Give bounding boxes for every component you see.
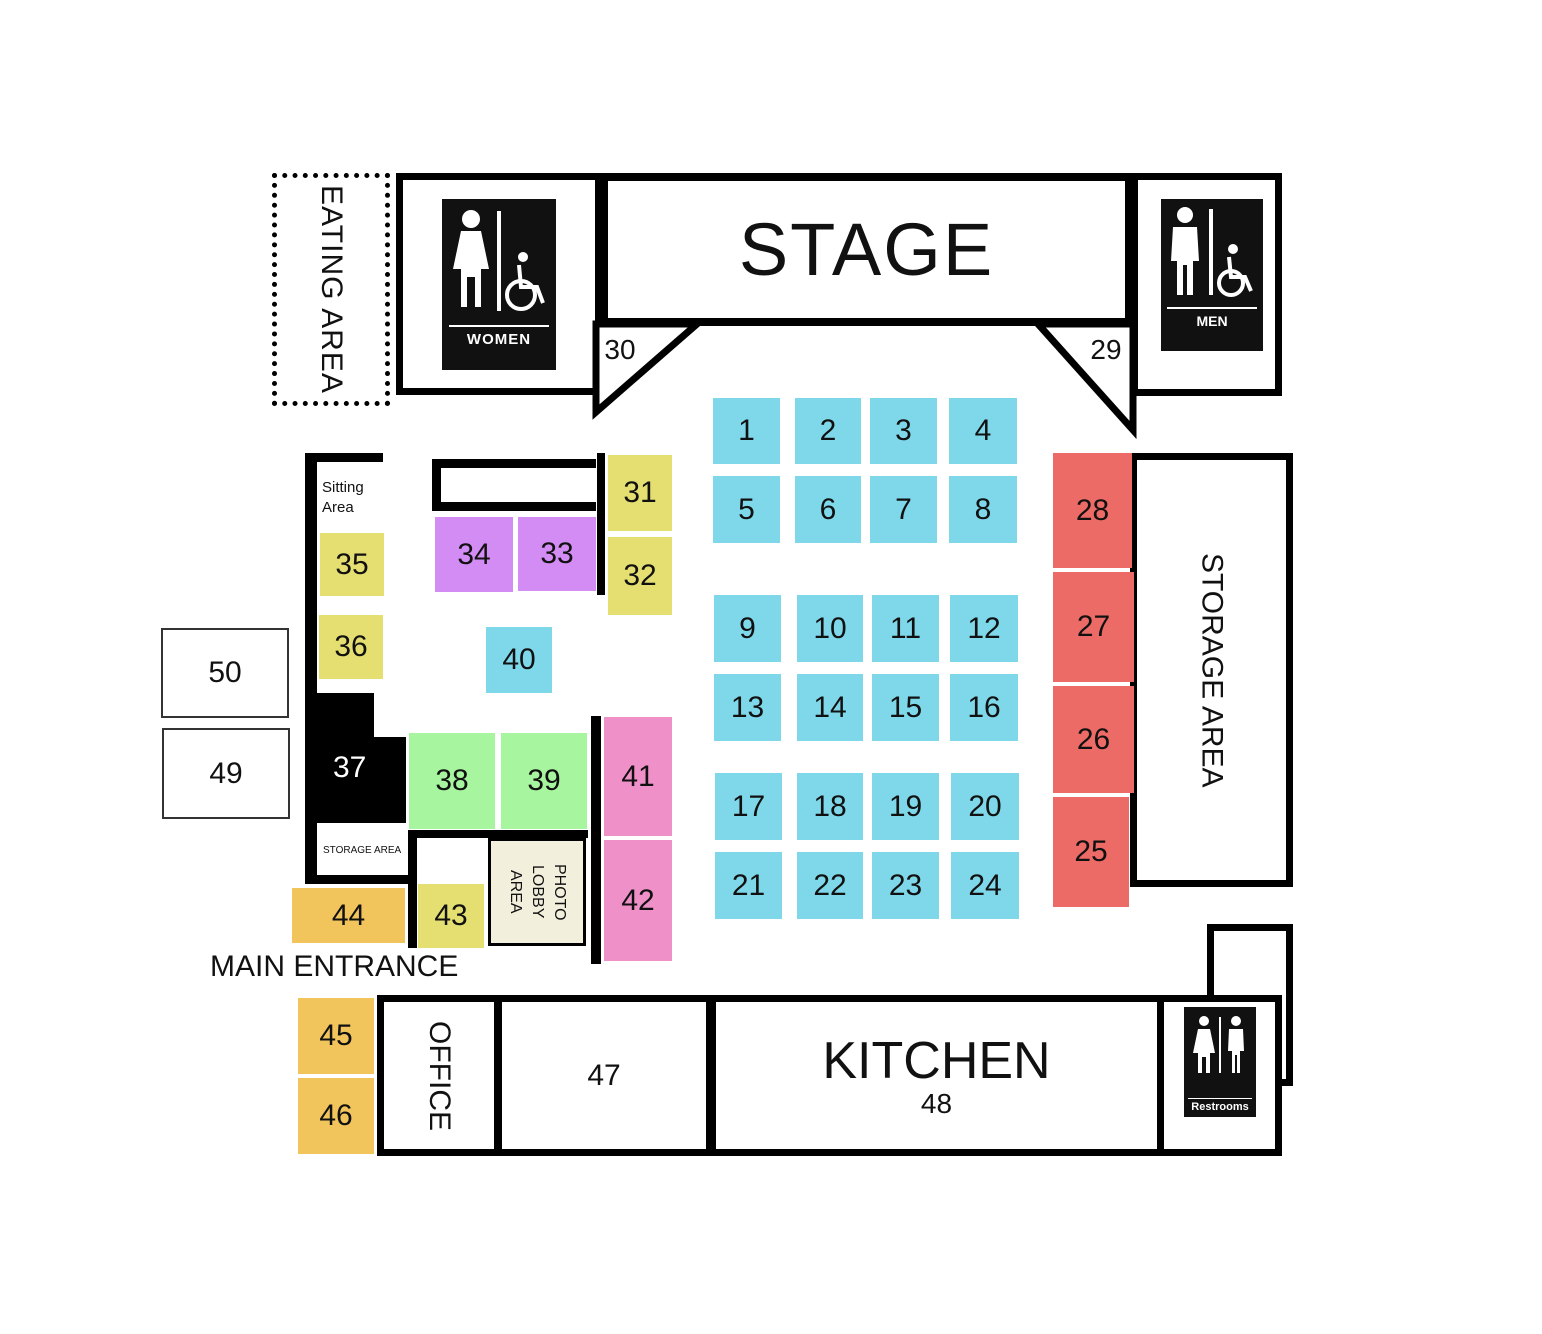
booth-20[interactable]: 20 — [951, 773, 1019, 840]
booth-36[interactable]: 36 — [319, 615, 383, 679]
booth-14[interactable]: 14 — [797, 674, 863, 741]
booth-40[interactable]: 40 — [486, 627, 552, 693]
eating-area: EATING AREA — [272, 173, 390, 406]
wall-mid-vertical — [591, 716, 601, 964]
booth-43[interactable]: 43 — [418, 884, 484, 948]
kitchen[interactable]: KITCHEN 48 — [709, 995, 1164, 1156]
booth-10[interactable]: 10 — [797, 595, 863, 662]
booth-38[interactable]: 38 — [409, 733, 495, 829]
booth-26[interactable]: 26 — [1053, 686, 1134, 793]
photo-lobby-label: PHOTO LOBBY AREA — [507, 863, 568, 921]
stage: STAGE — [600, 173, 1133, 326]
booth-37[interactable]: 37 — [317, 737, 406, 823]
wall-left-top — [305, 453, 383, 462]
restrooms-sign: Restrooms — [1184, 1007, 1256, 1117]
room-47[interactable]: 47 — [495, 995, 713, 1156]
booth-25[interactable]: 25 — [1053, 797, 1129, 907]
booth-42[interactable]: 42 — [604, 840, 672, 961]
booth-37-top — [317, 693, 374, 743]
office-label: OFFICE — [423, 1020, 456, 1131]
booth-24[interactable]: 24 — [951, 852, 1019, 919]
restrooms-icon — [1193, 1016, 1244, 1073]
booth-45[interactable]: 45 — [298, 998, 374, 1074]
photo-lobby-area[interactable]: PHOTO LOBBY AREA — [488, 838, 586, 946]
booth-29[interactable]: 29 — [1090, 334, 1122, 365]
booth-4[interactable]: 4 — [949, 398, 1017, 464]
booth-34[interactable]: 34 — [435, 517, 513, 592]
booth-23[interactable]: 23 — [872, 852, 939, 919]
booth-12[interactable]: 12 — [950, 595, 1018, 662]
booth-31[interactable]: 31 — [608, 455, 672, 531]
booth-2[interactable]: 2 — [795, 398, 861, 464]
booth-13[interactable]: 13 — [714, 674, 781, 741]
wall-inner-vertical — [408, 830, 417, 948]
booth-18[interactable]: 18 — [797, 773, 863, 840]
restrooms-sign-label: Restrooms — [1188, 1098, 1252, 1113]
booth-32[interactable]: 32 — [608, 537, 672, 615]
booth-6[interactable]: 6 — [795, 476, 861, 543]
booth-30[interactable]: 30 — [604, 334, 636, 365]
booth-46[interactable]: 46 — [298, 1078, 374, 1154]
wall-left-bottom — [305, 875, 413, 884]
booth-7[interactable]: 7 — [870, 476, 937, 543]
office[interactable]: OFFICE — [377, 995, 501, 1156]
booth-22[interactable]: 22 — [797, 852, 863, 919]
booth-35[interactable]: 35 — [320, 533, 384, 596]
wall-top-divider — [597, 453, 605, 595]
storage-area-right-label: STORAGE AREA — [1195, 552, 1229, 788]
booth-9[interactable]: 9 — [714, 595, 781, 662]
booth-19[interactable]: 19 — [872, 773, 939, 840]
kitchen-number: 48 — [920, 1087, 953, 1119]
women-restroom-sign: WOMEN — [442, 199, 556, 370]
booth-44[interactable]: 44 — [292, 888, 405, 943]
men-sign-label: MEN — [1167, 307, 1257, 329]
booth-28[interactable]: 28 — [1053, 453, 1132, 568]
wall-left-vertical — [305, 453, 317, 883]
booth-41[interactable]: 41 — [604, 717, 672, 836]
stage-label: STAGE — [738, 208, 995, 291]
wall-inner-horizontal — [408, 830, 588, 838]
kitchen-label: KITCHEN — [822, 1031, 1051, 1090]
booth-33[interactable]: 33 — [518, 517, 596, 591]
booth-15[interactable]: 15 — [872, 674, 939, 741]
counter-box — [432, 459, 596, 511]
booth-39[interactable]: 39 — [501, 733, 587, 829]
men-restroom-sign: MEN — [1161, 199, 1263, 351]
booth-8[interactable]: 8 — [949, 476, 1017, 543]
storage-area-small-label: STORAGE AREA — [323, 845, 402, 856]
main-entrance-label: MAIN ENTRANCE — [210, 950, 459, 983]
men-icon — [1171, 207, 1253, 297]
booth-49[interactable]: 49 — [162, 728, 290, 819]
women-sign-label: WOMEN — [449, 325, 549, 348]
women-icon — [453, 210, 545, 311]
booth-50[interactable]: 50 — [161, 628, 289, 718]
room-47-label: 47 — [587, 1058, 621, 1092]
booth-5[interactable]: 5 — [713, 476, 780, 543]
eating-area-label: EATING AREA — [315, 185, 348, 394]
booth-17[interactable]: 17 — [715, 773, 782, 840]
booth-21[interactable]: 21 — [715, 852, 782, 919]
sitting-area-label: Sitting Area — [322, 479, 364, 516]
storage-area-right: STORAGE AREA — [1130, 453, 1293, 887]
booth-1[interactable]: 1 — [713, 398, 780, 464]
booth-11[interactable]: 11 — [872, 595, 939, 662]
booth-16[interactable]: 16 — [950, 674, 1018, 741]
booth-27[interactable]: 27 — [1053, 572, 1134, 682]
booth-3[interactable]: 3 — [870, 398, 937, 464]
